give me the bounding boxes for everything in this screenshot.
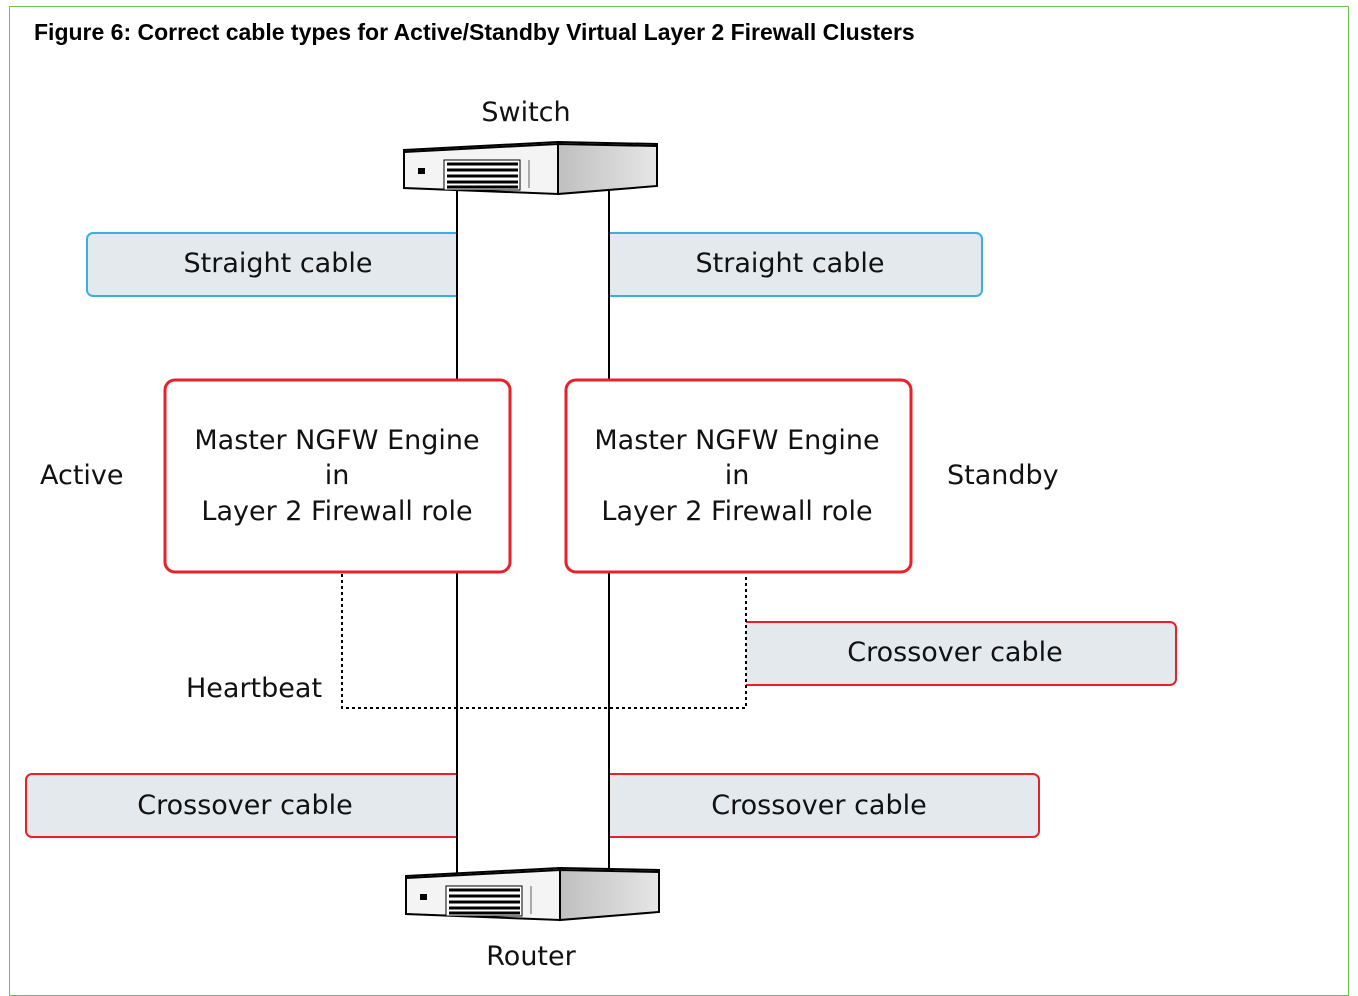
- heartbeat-label: Heartbeat: [186, 673, 322, 704]
- standby-state-label: Standby: [947, 460, 1059, 491]
- engine-box-standby: [564, 378, 913, 574]
- active-state-label: Active: [40, 460, 124, 491]
- engine-standby-line1: Master NGFW Engine: [594, 425, 879, 456]
- router-label: Router: [486, 941, 576, 972]
- heartbeat-gap: [700, 618, 746, 688]
- crossover-cable-left-label: Crossover cable: [137, 790, 352, 821]
- heartbeat-link: [341, 574, 747, 709]
- crossover-cable-right-label: Crossover cable: [711, 790, 926, 821]
- engine-active-line1: Master NGFW Engine: [194, 425, 479, 456]
- engine-standby-line3: Layer 2 Firewall role: [601, 496, 872, 527]
- router-icon: [405, 866, 660, 922]
- engine-standby-line2: in: [725, 460, 750, 491]
- straight-cable-left-label: Straight cable: [184, 248, 373, 279]
- engine-box-active: [163, 378, 512, 574]
- straight-cable-right-label: Straight cable: [696, 248, 885, 279]
- engine-active-line3: Layer 2 Firewall role: [201, 496, 472, 527]
- switch-icon: [403, 140, 658, 196]
- engine-active-line2: in: [325, 460, 350, 491]
- heartbeat-crossover-label: Crossover cable: [847, 637, 1062, 668]
- center-gap-bottom: [457, 770, 609, 840]
- center-gap-top: [457, 230, 609, 300]
- switch-label: Switch: [481, 97, 570, 128]
- figure-title: Figure 6: Correct cable types for Active…: [34, 19, 915, 45]
